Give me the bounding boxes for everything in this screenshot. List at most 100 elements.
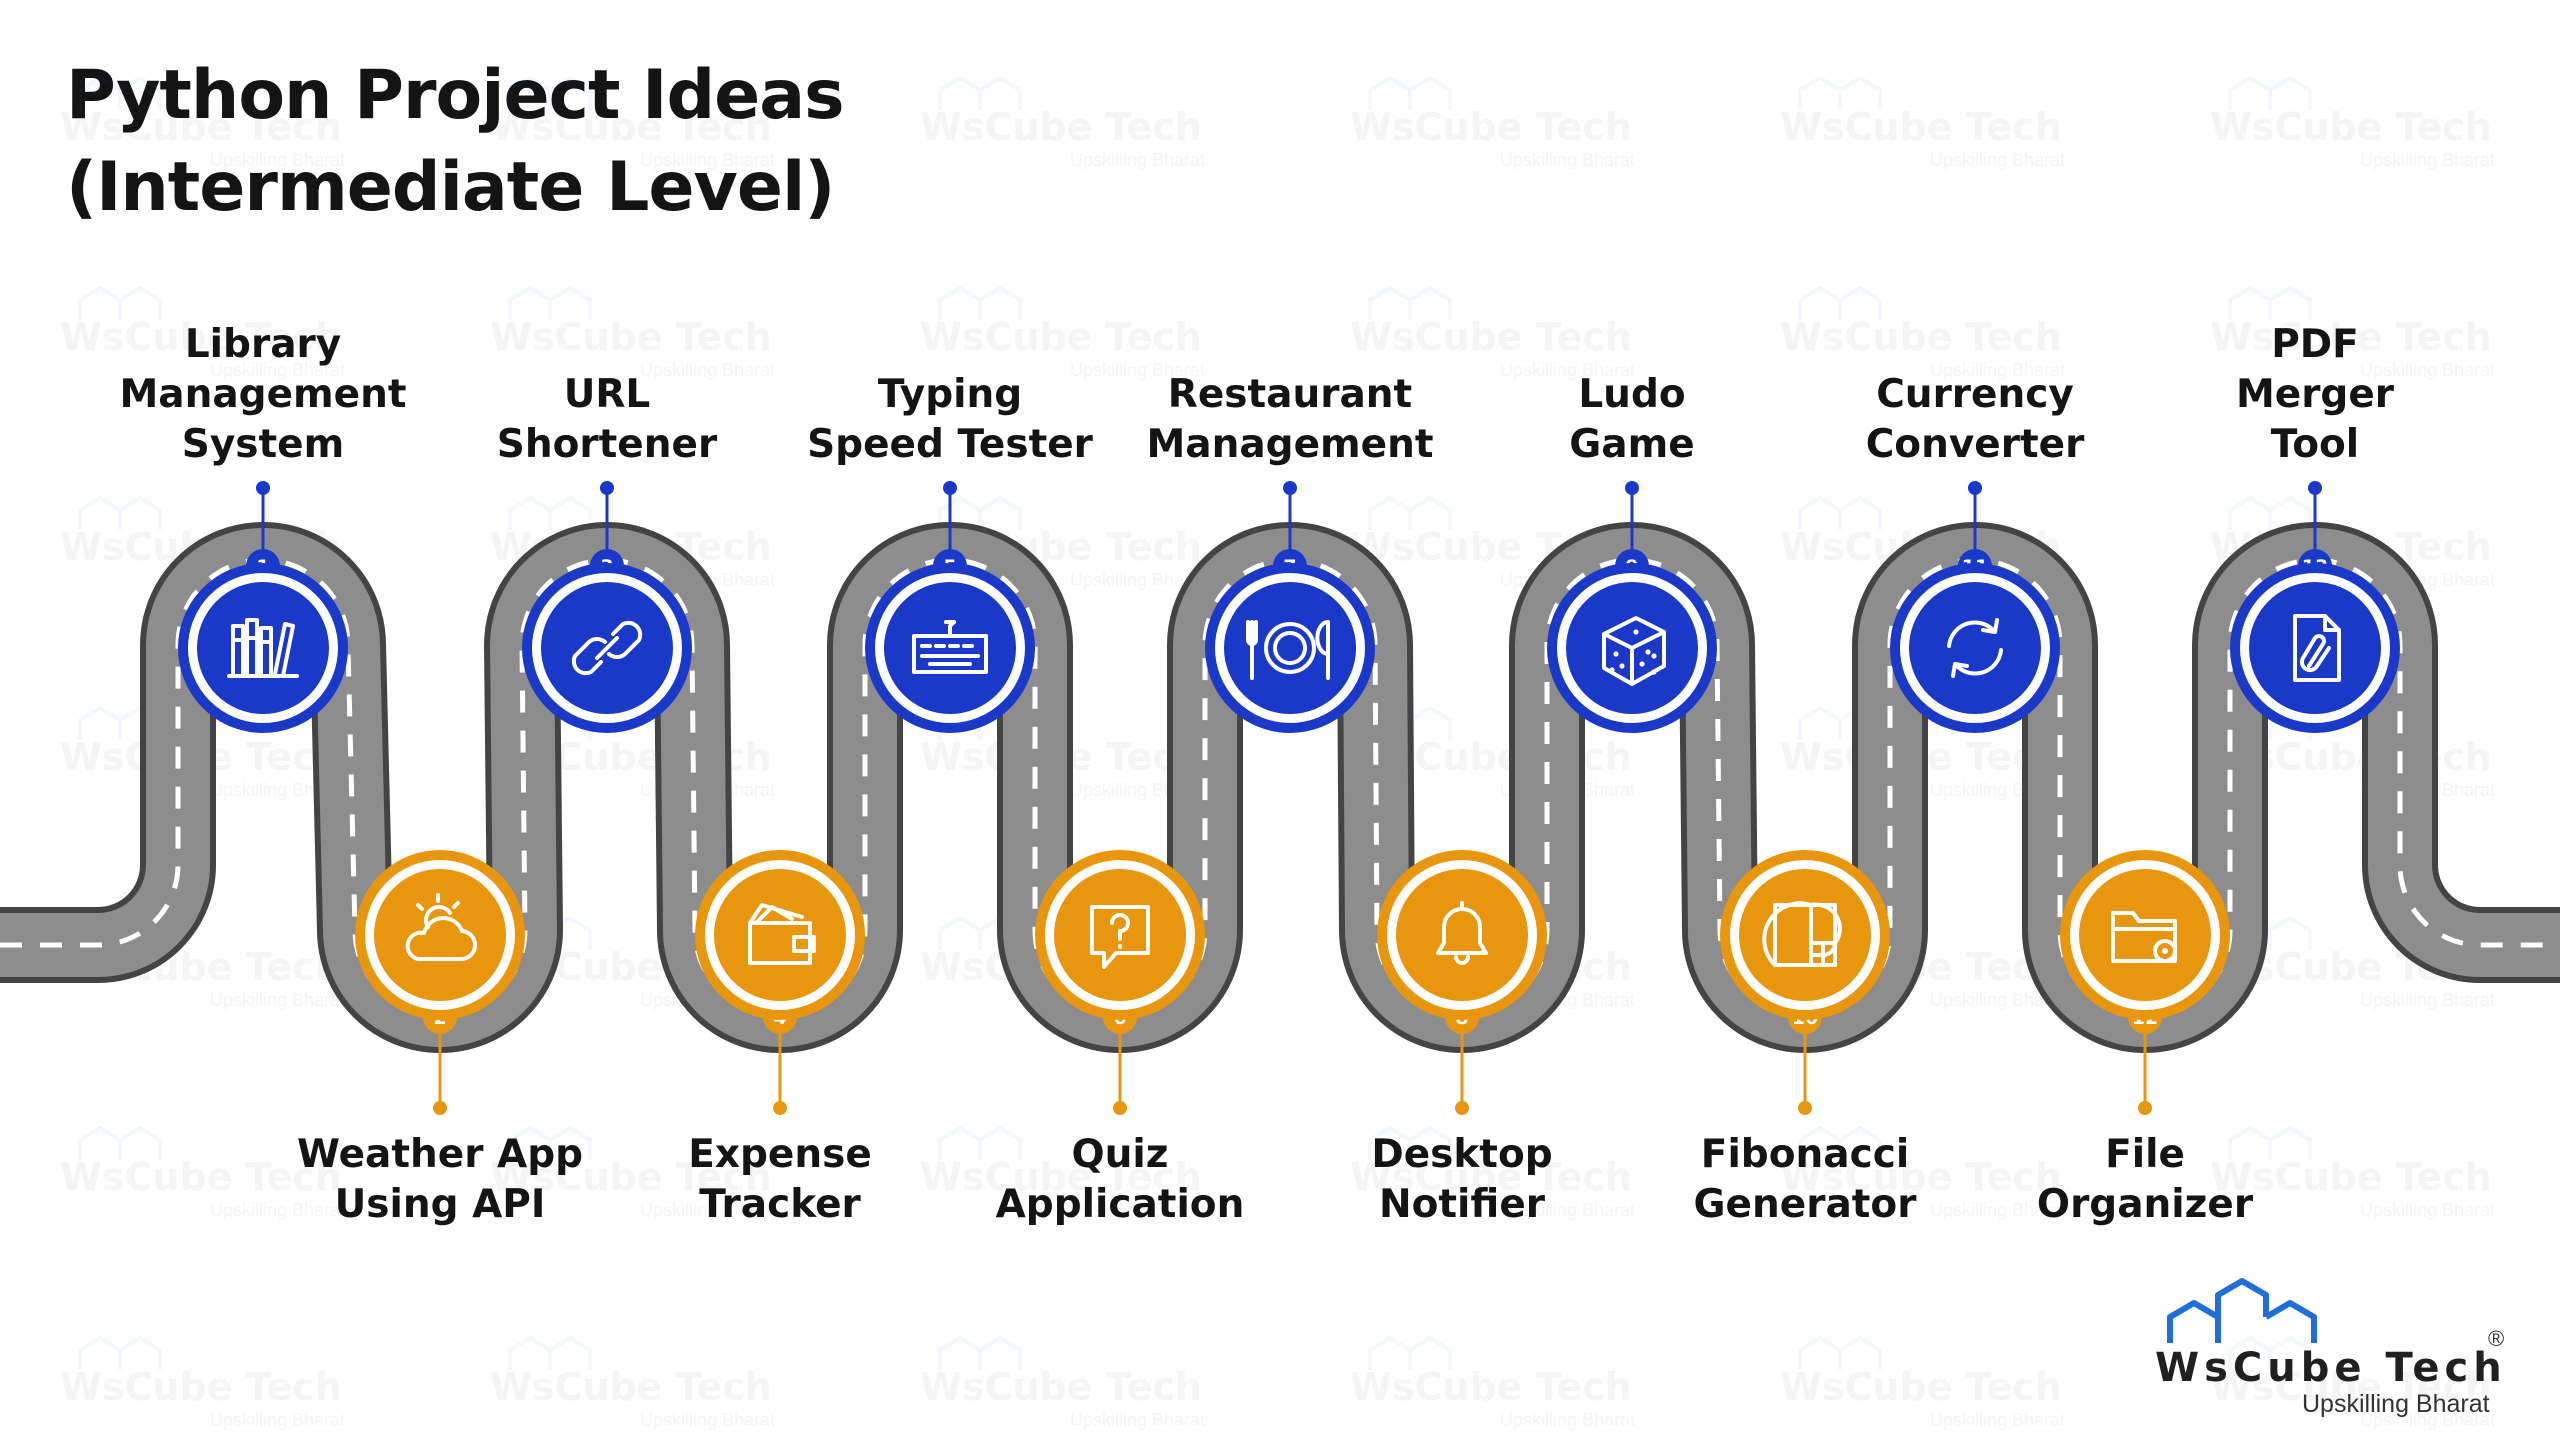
watermark-tagline: Upskilling Bharat [1500, 1200, 1635, 1220]
label-line: PDF [2271, 322, 2359, 367]
connector-dot [943, 481, 957, 495]
watermark-text: WsCube Tech [920, 1155, 1202, 1199]
golden-spiral-icon [1762, 901, 1842, 967]
project-node-6: 6 [1035, 850, 1205, 1115]
title-line-1: Python Project Ideas [66, 56, 845, 135]
watermark-text: WsCube Tech [60, 315, 342, 359]
label-line: Ludo [1578, 372, 1686, 417]
label-line: Game [1569, 422, 1695, 467]
watermark-text: WsCube Tech [60, 105, 342, 149]
watermark-tagline: Upskilling Bharat [640, 1410, 775, 1430]
watermark-text: WsCube Tech [490, 1365, 772, 1409]
label-line: Restaurant [1167, 372, 1413, 417]
pdf-document-icon [2293, 614, 2341, 682]
connector-dot [1283, 481, 1297, 495]
dice-icon [1602, 616, 1666, 686]
watermark-text: WsCube Tech [920, 1365, 1202, 1409]
title-line-2: (Intermediate Level) [66, 148, 835, 227]
watermark-text: WsCube Tech [60, 1155, 342, 1199]
wscube-logo: WsCube Tech ® Upskilling Bharat [2140, 1270, 2510, 1430]
label-line: File [2105, 1132, 2185, 1177]
label-line: Typing [877, 372, 1023, 417]
watermark-text: WsCube Tech [1780, 105, 2062, 149]
connector-dot [600, 481, 614, 495]
label-line: Desktop [1371, 1132, 1553, 1177]
label-line: Weather App [296, 1132, 584, 1177]
watermark-tagline: Upskilling Bharat [1070, 150, 1205, 170]
watermark-text: WsCube Tech [2210, 315, 2492, 359]
connector-dot [433, 1101, 447, 1115]
watermark-text: WsCube Tech [920, 105, 1202, 149]
watermark-tagline: Upskilling Bharat [1070, 360, 1205, 380]
watermark-tagline: Upskilling Bharat [1500, 360, 1635, 380]
label-line: Speed Tester [807, 422, 1093, 467]
watermark-tagline: Upskilling Bharat [210, 1410, 345, 1430]
watermark-tagline: Upskilling Bharat [1930, 990, 2065, 1010]
watermark-tagline: Upskilling Bharat [2360, 360, 2495, 380]
project-node-9: 9 [1547, 481, 1717, 733]
watermark-tagline: Upskilling Bharat [1070, 1200, 1205, 1220]
watermark-tagline: Upskilling Bharat [2360, 1200, 2495, 1220]
watermark-text: WsCube Tech [1780, 1155, 2062, 1199]
logo-tagline: Upskilling Bharat [2302, 1390, 2490, 1418]
watermark-tagline: Upskilling Bharat [1070, 570, 1205, 590]
connector-dot [2308, 481, 2322, 495]
watermark-tagline: Upskilling Bharat [210, 780, 345, 800]
project-node-2: 2 [355, 850, 525, 1115]
watermark-tagline: Upskilling Bharat [640, 360, 775, 380]
label-line: Using API [334, 1182, 546, 1227]
connector-dot [1455, 1101, 1469, 1115]
node-fill [1224, 582, 1356, 714]
label-line: Management [119, 372, 407, 417]
label-line: Library [184, 322, 342, 367]
project-node-4: 4 [695, 850, 865, 1115]
watermark-tagline: Upskilling Bharat [1500, 150, 1635, 170]
watermark-tagline: Upskilling Bharat [1930, 1410, 2065, 1430]
node-fill [714, 869, 846, 1001]
project-node-1: 1 [178, 481, 348, 733]
watermark-tagline: Upskilling Bharat [210, 360, 345, 380]
watermark-text: WsCube Tech [490, 315, 772, 359]
label-line: URL [563, 372, 651, 417]
label-line: Merger [2235, 372, 2395, 417]
watermark-tagline: Upskilling Bharat [2360, 1410, 2495, 1430]
watermark-text: WsCube Tech [1350, 1365, 1632, 1409]
watermark-text: WsCube Tech [60, 1365, 342, 1409]
label-line: Shortener [496, 422, 718, 467]
watermark-tagline: Upskilling Bharat [2360, 150, 2495, 170]
watermark-text: WsCube Tech [1780, 1365, 2062, 1409]
watermark-text: WsCube Tech [1350, 315, 1632, 359]
question-chat-icon [1090, 905, 1150, 969]
connector-dot [1625, 481, 1639, 495]
project-node-3: 3 [522, 481, 692, 733]
project-node-12: 12 [2060, 850, 2230, 1115]
watermark-tagline: Upskilling Bharat [1930, 150, 2065, 170]
watermark-text: WsCube Tech [1350, 1155, 1632, 1199]
connector-dot [773, 1101, 787, 1115]
keyboard-icon [912, 620, 988, 674]
